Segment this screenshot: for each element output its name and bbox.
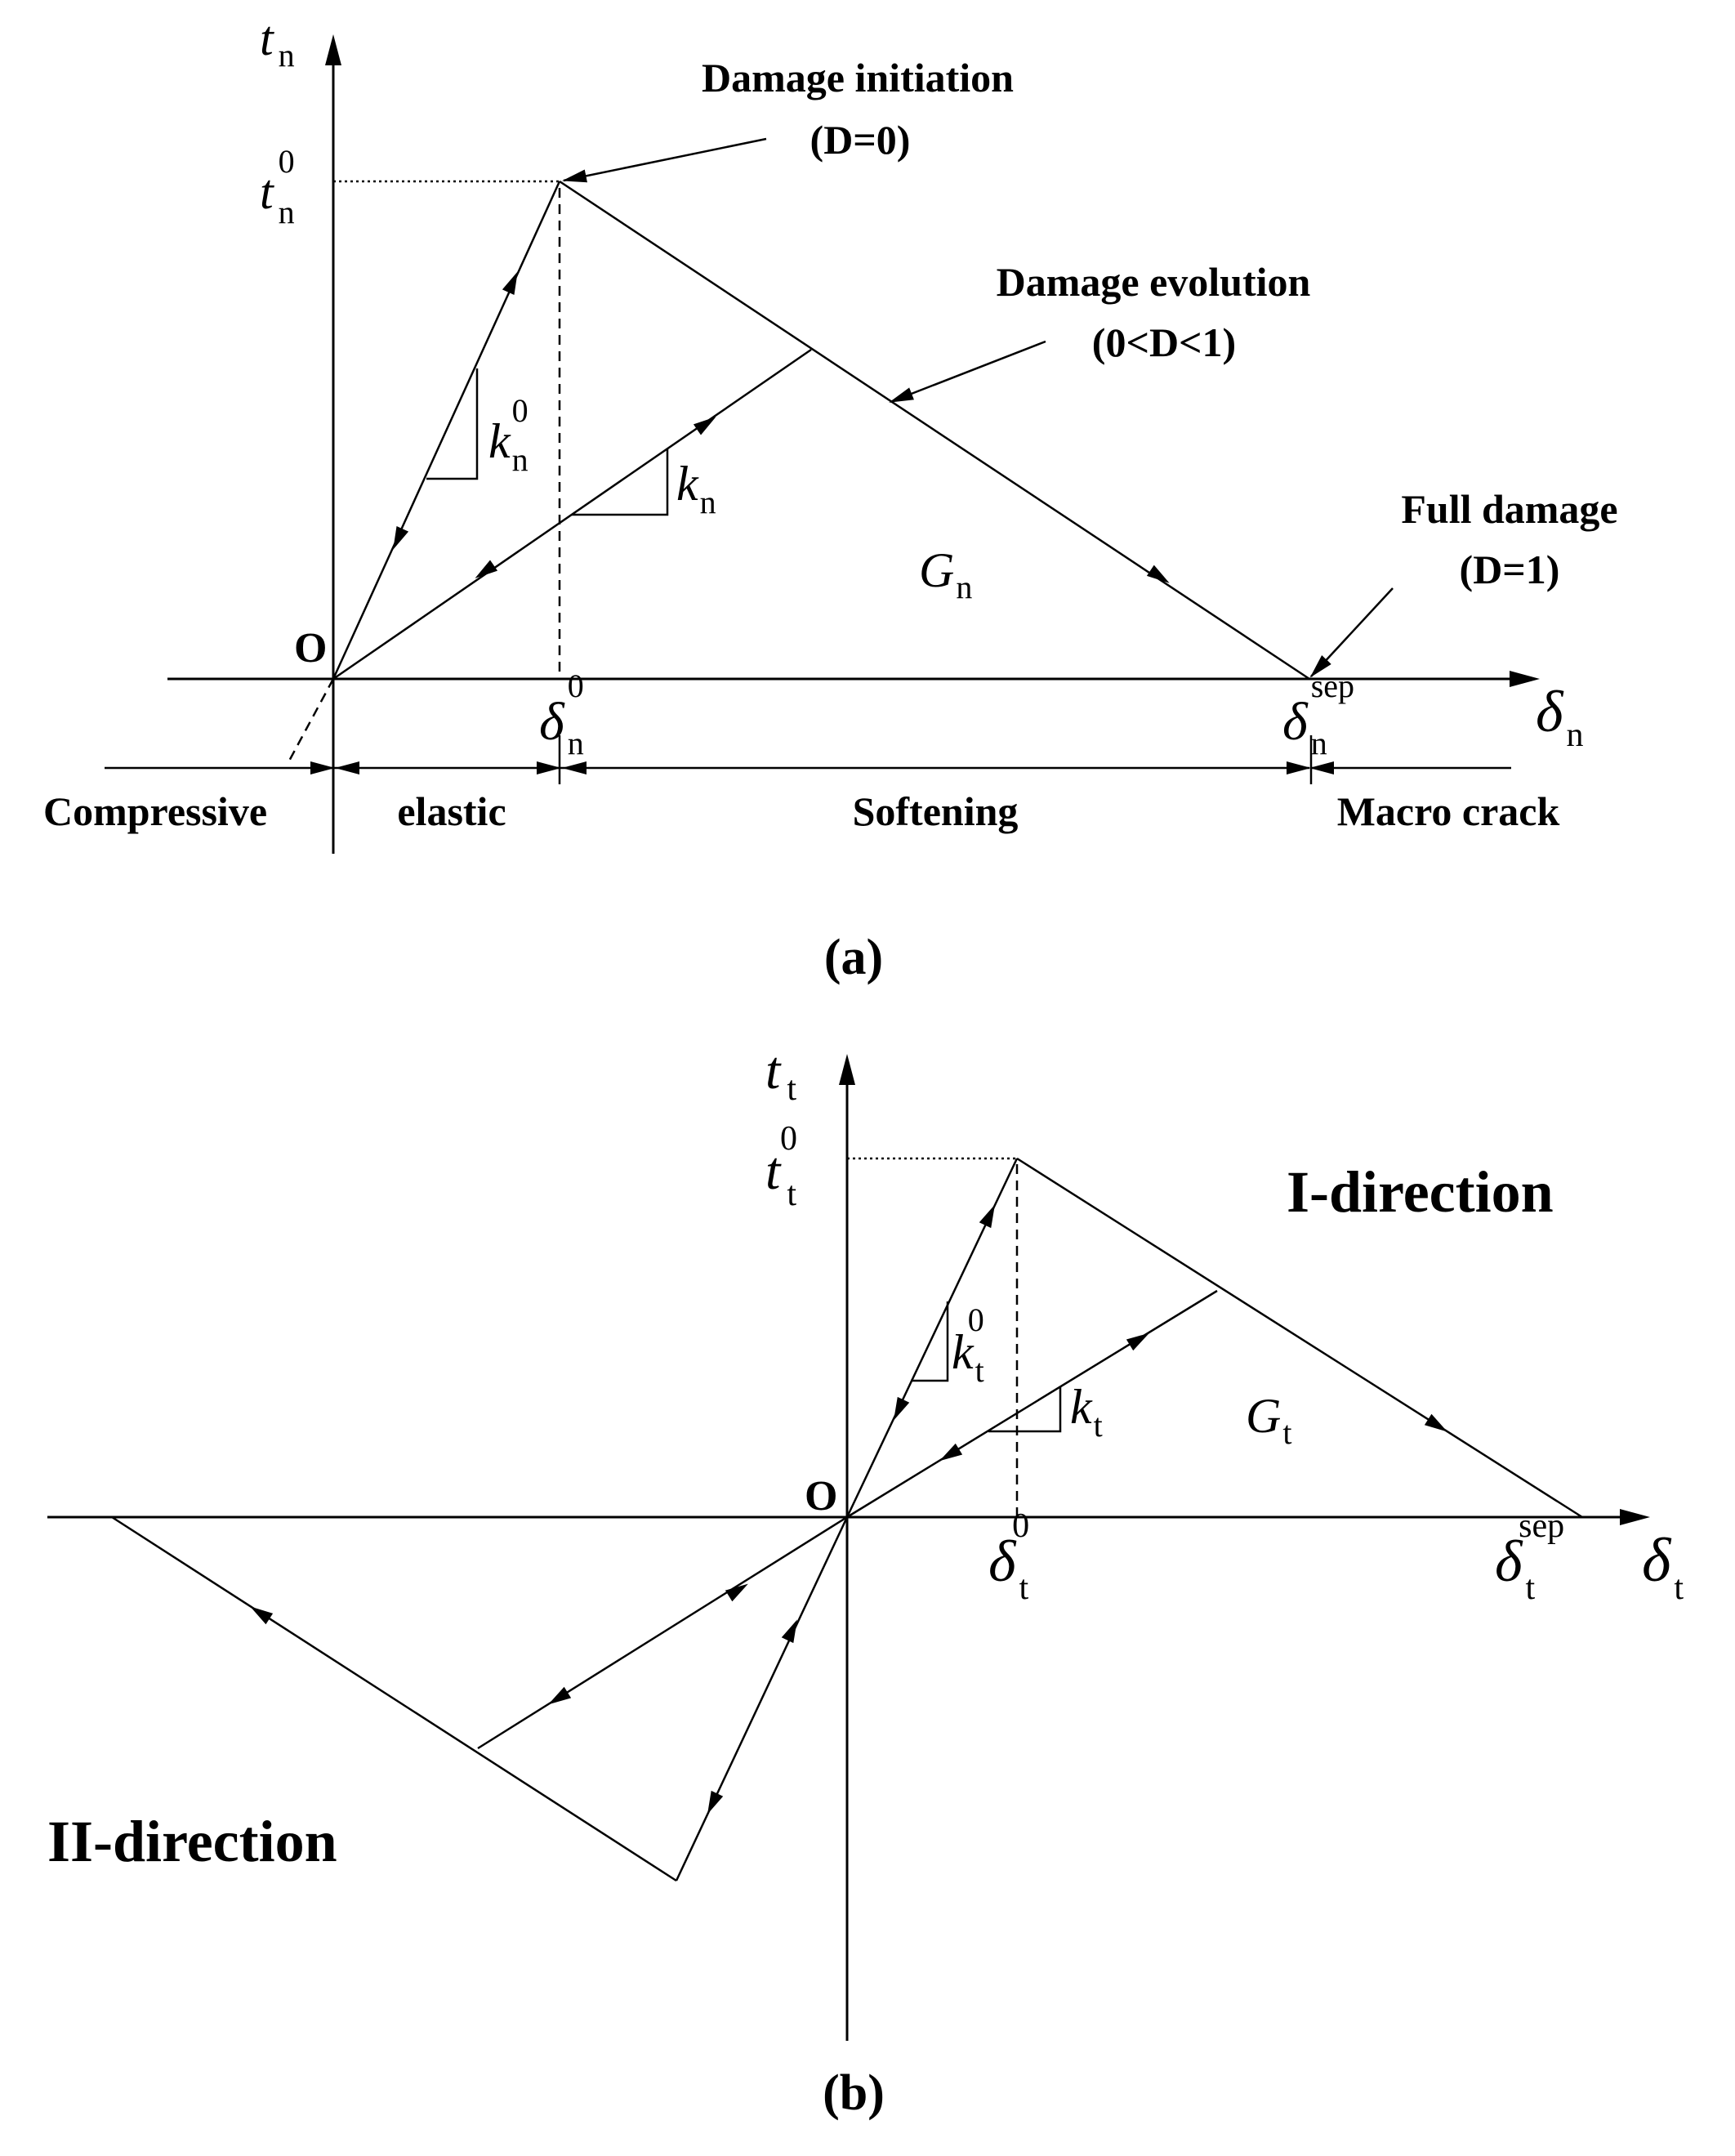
panel-b-unloading-arrow-down-1 [893, 1396, 910, 1421]
panel-a-initiation-state: (D=0) [810, 117, 911, 163]
panel-a-k0-label: kn0 [488, 392, 529, 478]
panel-a-compressive-line [286, 678, 335, 765]
panel-a-full-damage-pointer [1309, 587, 1394, 678]
panel-b-k0-slope-triangle [911, 1301, 949, 1382]
panel-b-y-axis-arrowhead [839, 1054, 855, 1085]
panel-b-reloading-arrow-2 [781, 1619, 797, 1644]
panel-b-ii-direction-label: II-direction [47, 1809, 337, 1874]
panel-a-region-elastic: elastic [397, 788, 506, 834]
panel-b-softening-line-1 [1016, 1157, 1583, 1519]
panel-a-y-axis-arrowhead [325, 34, 341, 65]
panel-b-reloading-arrow-1 [1126, 1332, 1149, 1351]
panel-a-region-compressive: Compressive [43, 788, 267, 834]
panel-a-k0-slope-triangle [426, 368, 479, 480]
panel-b-softening-arrow-2 [250, 1606, 274, 1625]
panel-b-reloading-arrow-3 [725, 1583, 748, 1602]
panel-a-evolution-pointer [889, 340, 1046, 404]
panel-b-origin-label: O [805, 1473, 837, 1520]
panel-b-unloading-arrow-1 [939, 1443, 963, 1462]
panel-b-delta-sep-label: δtsep [1495, 1507, 1564, 1607]
panel-a-region-softening: Softening [853, 788, 1019, 834]
panel-a-softening-arrow [1146, 565, 1170, 583]
panel-b-energy-label: Gt [1246, 1389, 1291, 1451]
panel-a-x-axis-arrowhead [1510, 671, 1540, 687]
panel-a-energy-label: Gn [919, 543, 972, 605]
panel-a-initiation-pointer [562, 137, 767, 183]
panel-b-elastic-line-2 [675, 1516, 849, 1881]
panel-b-k0-label: kt0 [952, 1301, 984, 1389]
panel-a-evolution-title: Damage evolution [997, 259, 1311, 305]
panel-a-reloading-arrow [693, 417, 716, 435]
panel-b-x-axis-label: δt [1642, 1526, 1684, 1607]
panel-a-x-axis-label: δn [1536, 679, 1583, 754]
panel-a-initiation-title: Damage initiation [702, 55, 1014, 100]
panel-b-k-label: kt [1070, 1380, 1103, 1444]
panel-a-full-state: (D=1) [1460, 547, 1560, 592]
panel-b-x-axis-arrowhead [1620, 1509, 1650, 1525]
panel-a-evolution-state: (0<D<1) [1092, 319, 1236, 365]
panel-a-elastic-left-arrowhead [335, 761, 359, 774]
panel-a-caption: (a) [824, 930, 883, 985]
panel-b-delta0-label: δt0 [988, 1507, 1029, 1607]
panel-a-k-label: kn [676, 457, 716, 520]
panel-b-unloading-line-2 [477, 1515, 848, 1750]
panel-b-loading-arrow-2 [707, 1790, 724, 1815]
panel-b-unloading-line-1 [846, 1289, 1218, 1519]
panel-b-softening-line-2 [111, 1515, 677, 1882]
panel-b-softening-arrow-1 [1424, 1413, 1447, 1432]
panel-a-origin-label: O [294, 625, 327, 672]
panel-a-unloading-arrow [475, 560, 498, 578]
panel-a-softening-line [559, 180, 1310, 681]
panel-a-k-slope-triangle [572, 449, 669, 516]
panel-b-caption: (b) [823, 2065, 885, 2121]
panel-a-full-title: Full damage [1401, 486, 1617, 532]
panel-a-softening-left-arrowhead [562, 761, 587, 774]
panel-b-k-slope-triangle [988, 1387, 1062, 1433]
panel-b-i-direction-label: I-direction [1287, 1159, 1554, 1225]
panel-a-elastic-line [332, 181, 561, 680]
panel-a-unloading-arrow-down [393, 525, 409, 550]
panel-a-loading-arrow [502, 271, 518, 296]
panel-a-region-macro-crack: Macro crack [1337, 788, 1560, 834]
panel-b-unloading-arrow-2 [548, 1686, 572, 1705]
panel-b-loading-arrow-1 [979, 1204, 996, 1229]
